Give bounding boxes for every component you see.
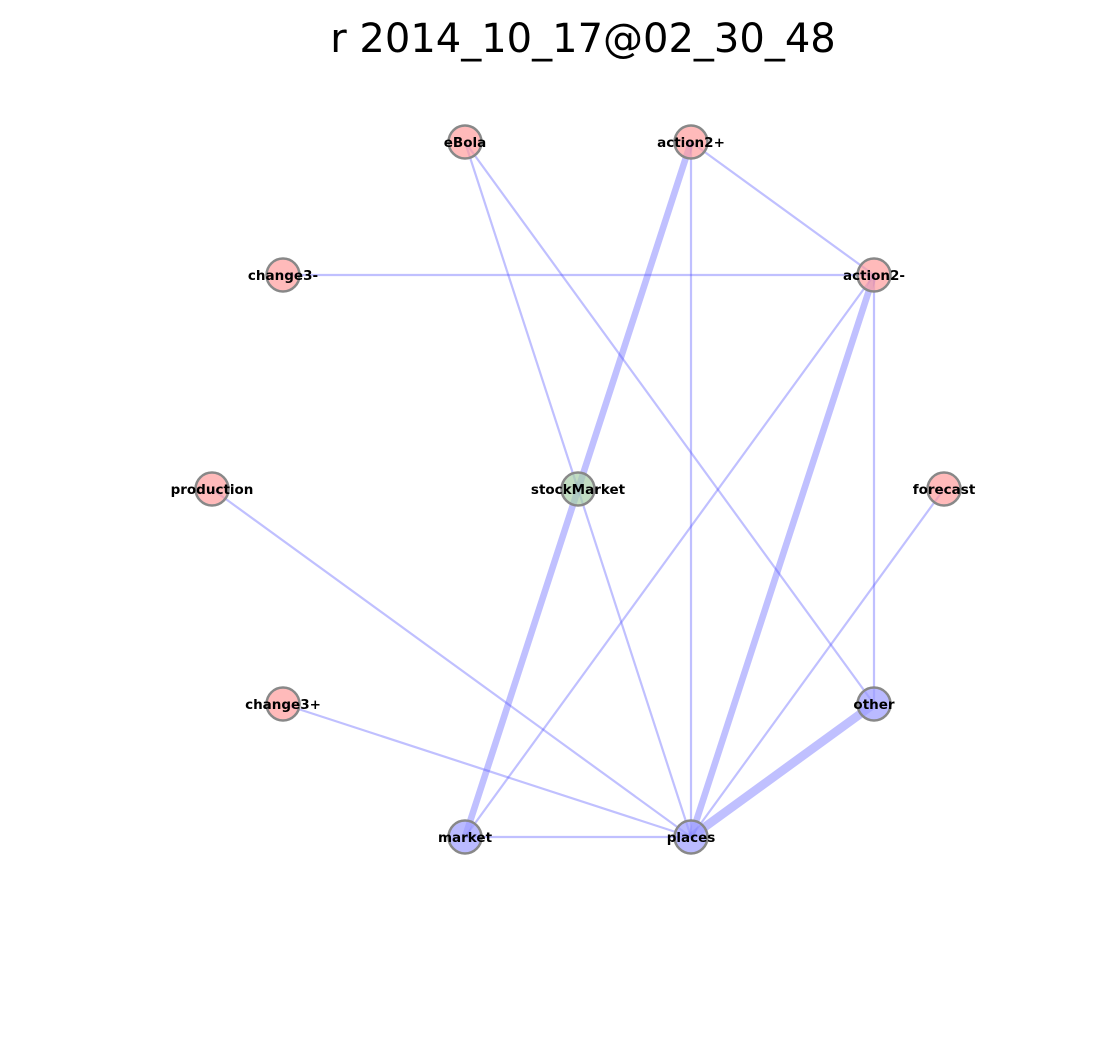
edge-change3-plus-to-places <box>282 702 692 839</box>
edge-action2-minus-to-market <box>464 274 875 838</box>
node-change3-minus <box>265 257 301 293</box>
node-label-change3-minus: change3- <box>248 268 318 284</box>
node-label-other: other <box>853 697 894 713</box>
edge-ebola-to-stockmarket <box>463 141 580 490</box>
node-label-market: market <box>438 830 493 846</box>
node-label-ebola: eBola <box>444 135 486 151</box>
node-ebola <box>447 124 483 160</box>
node-label-action2-minus: action2- <box>843 268 905 284</box>
edge-ebola-to-other <box>464 141 875 705</box>
node-other <box>856 686 892 722</box>
node-label-action2-plus: action2+ <box>657 135 725 151</box>
node-places <box>673 819 709 855</box>
node-change3-plus <box>265 686 301 722</box>
label-layer: eBola action2+ change3- action2- production s… <box>171 135 976 846</box>
node-market <box>447 819 483 855</box>
edge-forecast-to-places <box>690 488 945 838</box>
node-layer <box>194 124 962 855</box>
diagram-title: r 2014_10_17@02_30_48 <box>330 16 835 62</box>
node-forecast <box>926 471 962 507</box>
node-production <box>194 471 230 507</box>
edge-action2-minus-to-places <box>687 273 878 839</box>
node-label-stockmarket: stockMarket <box>531 482 626 498</box>
node-label-places: places <box>667 830 716 846</box>
node-action2-plus <box>673 124 709 160</box>
node-action2-minus <box>856 257 892 293</box>
node-label-production: production <box>171 482 254 498</box>
node-label-forecast: forecast <box>913 482 976 498</box>
edge-action2-plus-to-action2-minus <box>690 141 875 276</box>
node-label-change3-plus: change3+ <box>245 697 321 713</box>
edge-other-to-places <box>688 700 877 841</box>
edge-stockmarket-to-places <box>576 488 693 838</box>
node-stockmarket <box>560 471 596 507</box>
edge-production-to-places <box>211 488 692 838</box>
